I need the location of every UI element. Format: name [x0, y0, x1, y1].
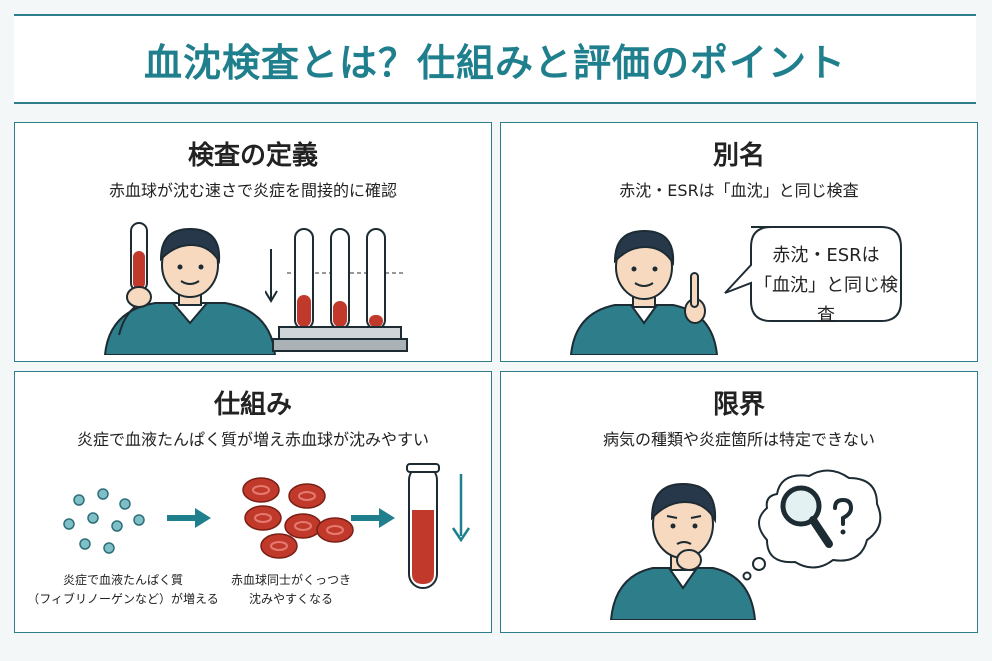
title-bar: 血沈検査とは？仕組みと評価のポイント [14, 14, 976, 104]
panel-heading: 別名 [712, 141, 765, 171]
caption-line: 炎症で血液たんぱく質 [62, 573, 183, 587]
panel-limitation: 限界 病気の種類や炎症箇所は特定できない [500, 371, 978, 633]
thinking-person-illustration [609, 482, 757, 620]
panel-subtitle: 赤血球が沈む速さで炎症を間接的に確認 [108, 181, 397, 200]
magnifier-icon [780, 485, 833, 548]
caption-proteins: 炎症で血液たんぱく質 （フィブリノーゲンなど）が増える [23, 571, 223, 609]
page-title: 血沈検査とは？仕組みと評価のポイント [143, 40, 846, 85]
panel-alias: 別名 赤沈・ESRは「血沈」と同じ検査 赤沈・ESRは 「血沈」と同じ検査 [500, 122, 978, 362]
protein-dots-icon [63, 488, 145, 554]
pointing-person-illustration [569, 229, 719, 355]
red-blood-cells-icon [242, 477, 354, 559]
scientist-illustration [103, 222, 277, 355]
caption-line: 沈みやすくなる [248, 592, 333, 606]
panel-definition: 検査の定義 赤血球が沈む速さで炎症を間接的に確認 [14, 122, 492, 362]
question-mark-icon [833, 498, 854, 535]
panel-subtitle: 赤沈・ESRは「血沈」と同じ検査 [619, 181, 859, 200]
speech-bubble-icon [724, 226, 902, 322]
panel-heading: 検査の定義 [187, 141, 318, 171]
panel-heading: 仕組み [213, 390, 292, 420]
settling-tube-icon [406, 463, 471, 589]
caption-line: 赤血球同士がくっつき [230, 573, 351, 587]
arrow-right-icon [351, 508, 395, 528]
caption-aggregation: 赤血球同士がくっつき 沈みやすくなる [211, 571, 371, 609]
bubble-line: 赤沈・ESRは [772, 245, 880, 266]
panel-heading: 限界 [712, 390, 765, 420]
test-tube-rack-icon [265, 228, 408, 352]
panel-mechanism: 仕組み 炎症で血液たんぱく質が増え赤血球が沈みやすい 炎症で血液た [14, 371, 492, 633]
bubble-line: 「血沈」と同じ検査 [754, 275, 898, 326]
speech-bubble-text: 赤沈・ESRは 「血沈」と同じ検査 [751, 241, 901, 331]
arrow-right-icon [167, 508, 211, 528]
caption-line: （フィブリノーゲンなど）が増える [27, 592, 219, 606]
panel-subtitle: 病気の種類や炎症箇所は特定できない [602, 430, 875, 449]
panel-subtitle: 炎症で血液たんぱく質が増え赤血球が沈みやすい [76, 430, 429, 449]
